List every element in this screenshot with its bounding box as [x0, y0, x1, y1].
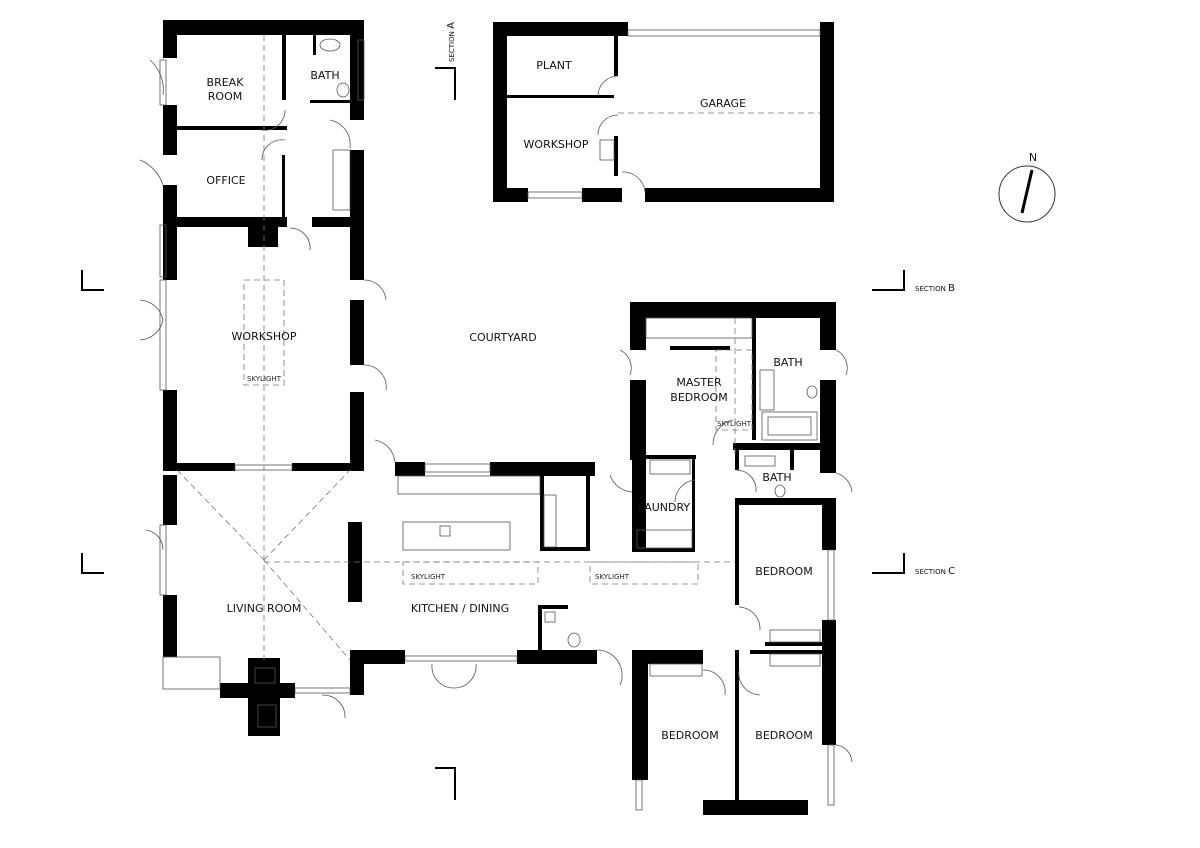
left-wing-details: [139, 35, 387, 728]
room-label-bath-hall: BATH: [762, 471, 791, 484]
room-label-workshop-garage: WORKSHOP: [524, 138, 589, 151]
garage-details: [527, 29, 821, 199]
room-label-master-bedroom-2: BEDROOM: [670, 391, 727, 404]
room-label-master-bedroom-1: MASTER: [676, 376, 722, 389]
skylight-label-hall: SKYLIGHT: [595, 573, 630, 581]
room-label-plant: PLANT: [536, 59, 572, 72]
room-label-bedroom-sw: BEDROOM: [661, 729, 718, 742]
room-label-laundry: LAUNDRY: [638, 501, 691, 514]
skylight-label-kitchen: SKYLIGHT: [411, 573, 446, 581]
section-markers: SECTION A SECTION B SECTION C: [81, 22, 955, 800]
room-label-living-room: LIVING ROOM: [227, 602, 302, 615]
room-label-workshop: WORKSHOP: [232, 330, 297, 343]
compass-label: N: [1029, 151, 1037, 164]
garage-walls: [493, 22, 834, 202]
east-wing-details: [619, 317, 853, 811]
east-wing-walls: [630, 302, 836, 815]
room-label-office: OFFICE: [206, 174, 245, 187]
left-wing-walls: [163, 20, 364, 736]
room-label-bath-master: BATH: [773, 356, 802, 369]
section-c-label: SECTION C: [915, 566, 955, 577]
room-label-garage: GARAGE: [700, 97, 746, 110]
room-label-break-room-1: BREAK: [207, 76, 245, 89]
kitchen-details: [264, 439, 735, 689]
section-a-label: SECTION A: [446, 22, 457, 62]
north-arrow-icon: N: [998, 151, 1056, 223]
room-labels: BREAK ROOM BATH OFFICE WORKSHOP SKYLIGHT…: [206, 59, 812, 742]
kitchen-walls: [348, 462, 597, 664]
room-label-bath-north: BATH: [310, 69, 339, 82]
section-b-label: SECTION B: [915, 283, 955, 294]
room-label-bedroom-se: BEDROOM: [755, 729, 812, 742]
skylight-label-workshop: SKYLIGHT: [247, 375, 282, 383]
room-label-bedroom-east: BEDROOM: [755, 565, 812, 578]
room-label-kitchen-dining: KITCHEN / DINING: [411, 602, 509, 615]
room-label-courtyard: COURTYARD: [469, 331, 536, 344]
skylight-label-master: SKYLIGHT: [717, 420, 752, 428]
room-label-break-room-2: ROOM: [208, 90, 242, 103]
